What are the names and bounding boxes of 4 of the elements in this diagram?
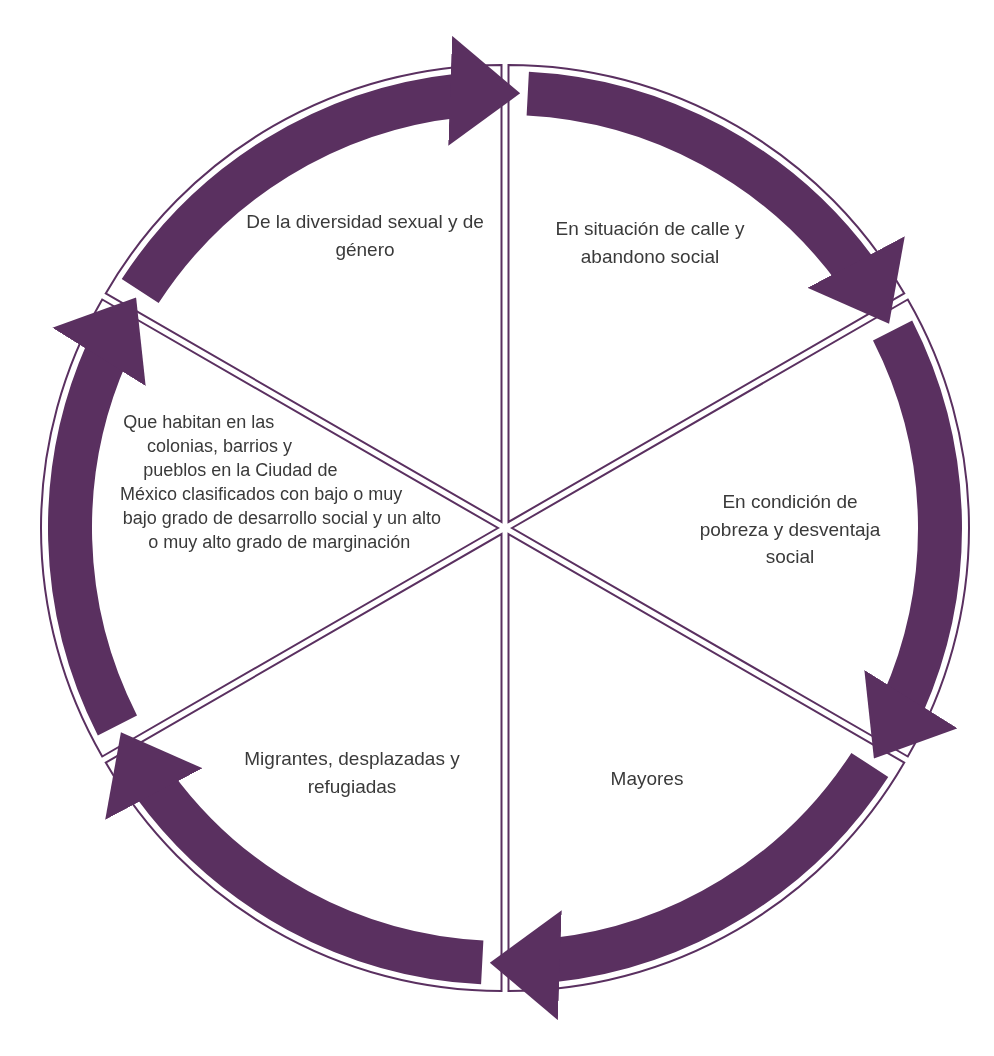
segment-label: En situación de calle y abandono social: [554, 217, 746, 269]
segment-label: En condición de pobreza y desventaja social: [698, 490, 882, 570]
segment-label: Migrantes, desplazadas y refugiadas: [243, 747, 461, 799]
segment-label: Que habitan en las colonias, barrios y pueblos en la Ciudad de México clasificados con bajo o muy bajo grado de desarrollo social y un alto o muy alto grado de marginación: [119, 411, 443, 554]
